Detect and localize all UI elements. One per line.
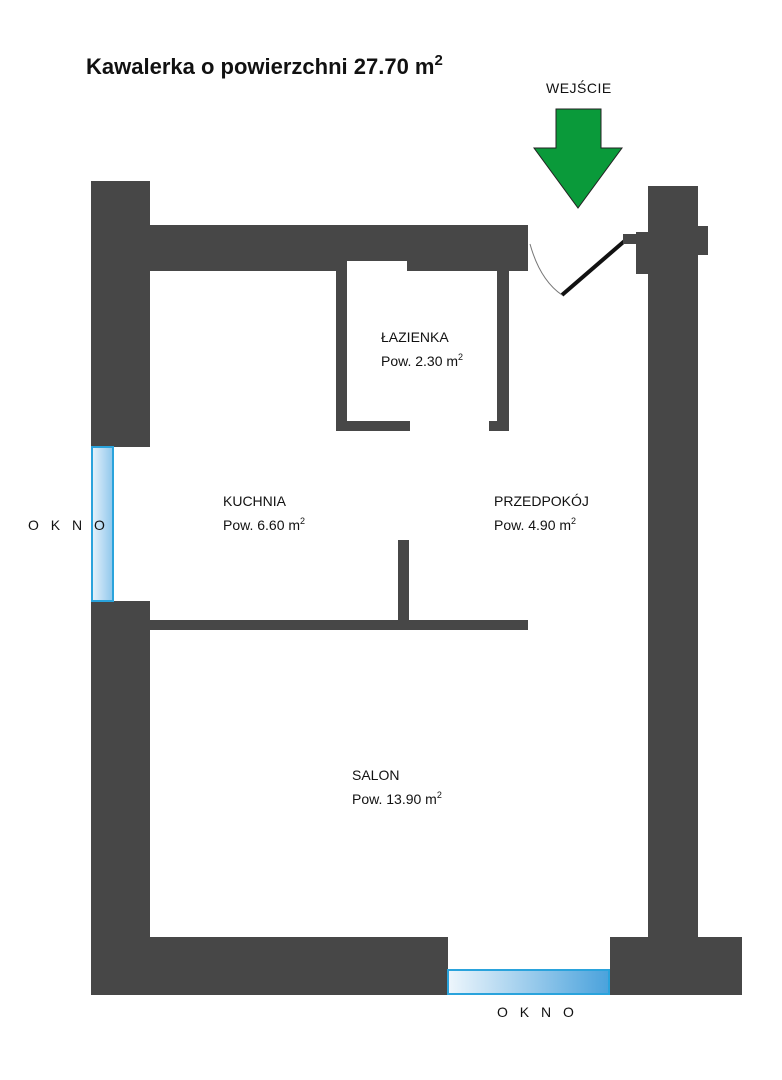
room-hallway-area-sup: 2 — [571, 516, 577, 526]
plan-title-text: Kawalerka o powierzchni 27.70 m — [86, 54, 435, 79]
wall-right-lower — [648, 458, 698, 938]
wall-bottom-right — [610, 937, 742, 995]
window-left-label: O K N O — [28, 517, 109, 533]
window-bottom-label: O K N O — [497, 1004, 578, 1020]
room-kitchen: KUCHNIA Pow. 6.60 m2 — [223, 491, 305, 535]
wall-bottom-left — [150, 937, 448, 995]
window-left — [91, 446, 114, 602]
room-living-area-sup: 2 — [436, 790, 442, 800]
wall-partition-stub — [398, 540, 409, 622]
room-bathroom: ŁAZIENKA Pow. 2.30 m2 — [381, 327, 463, 371]
door-swing — [529, 243, 563, 296]
room-living-area: Pow. 13.90 m2 — [352, 785, 442, 809]
room-bathroom-name: ŁAZIENKA — [381, 329, 449, 345]
wall-partition — [150, 620, 528, 630]
room-hallway: PRZEDPOKÓJ Pow. 4.90 m2 — [494, 491, 589, 535]
entry-arrow — [533, 108, 623, 209]
wall-bath-bottom-left — [336, 421, 410, 431]
plan-title: Kawalerka o powierzchni 27.70 m2 — [86, 52, 443, 80]
wall-bath-right — [497, 269, 509, 429]
room-hallway-name: PRZEDPOKÓJ — [494, 493, 589, 509]
window-bottom — [447, 969, 610, 995]
room-living-name: SALON — [352, 767, 400, 783]
wall-left-upper — [91, 181, 150, 447]
plan-title-sup: 2 — [434, 52, 443, 69]
entry-door — [529, 234, 637, 297]
room-living-area-text: Pow. 13.90 m — [352, 791, 437, 807]
entry-label: WEJŚCIE — [546, 80, 612, 96]
door-leaf — [560, 236, 630, 297]
room-kitchen-name: KUCHNIA — [223, 493, 287, 509]
room-bathroom-area-sup: 2 — [458, 352, 464, 362]
wall-bath-top-ledge — [347, 261, 407, 271]
wall-bath-left — [336, 261, 347, 431]
room-kitchen-area: Pow. 6.60 m2 — [223, 511, 305, 535]
wall-right-notch — [648, 226, 708, 255]
room-living: SALON Pow. 13.90 m2 — [352, 765, 442, 809]
door-hinge — [623, 234, 637, 244]
door-jamb — [636, 232, 650, 274]
room-hallway-area: Pow. 4.90 m2 — [494, 511, 589, 535]
wall-right-lower-inset — [668, 458, 698, 460]
walls — [91, 181, 742, 995]
room-kitchen-area-sup: 2 — [300, 516, 306, 526]
room-hallway-area-text: Pow. 4.90 m — [494, 517, 572, 533]
room-bathroom-area-text: Pow. 2.30 m — [381, 353, 459, 369]
room-kitchen-area-text: Pow. 6.60 m — [223, 517, 301, 533]
wall-left-lower — [91, 601, 150, 995]
room-bathroom-area: Pow. 2.30 m2 — [381, 347, 463, 371]
